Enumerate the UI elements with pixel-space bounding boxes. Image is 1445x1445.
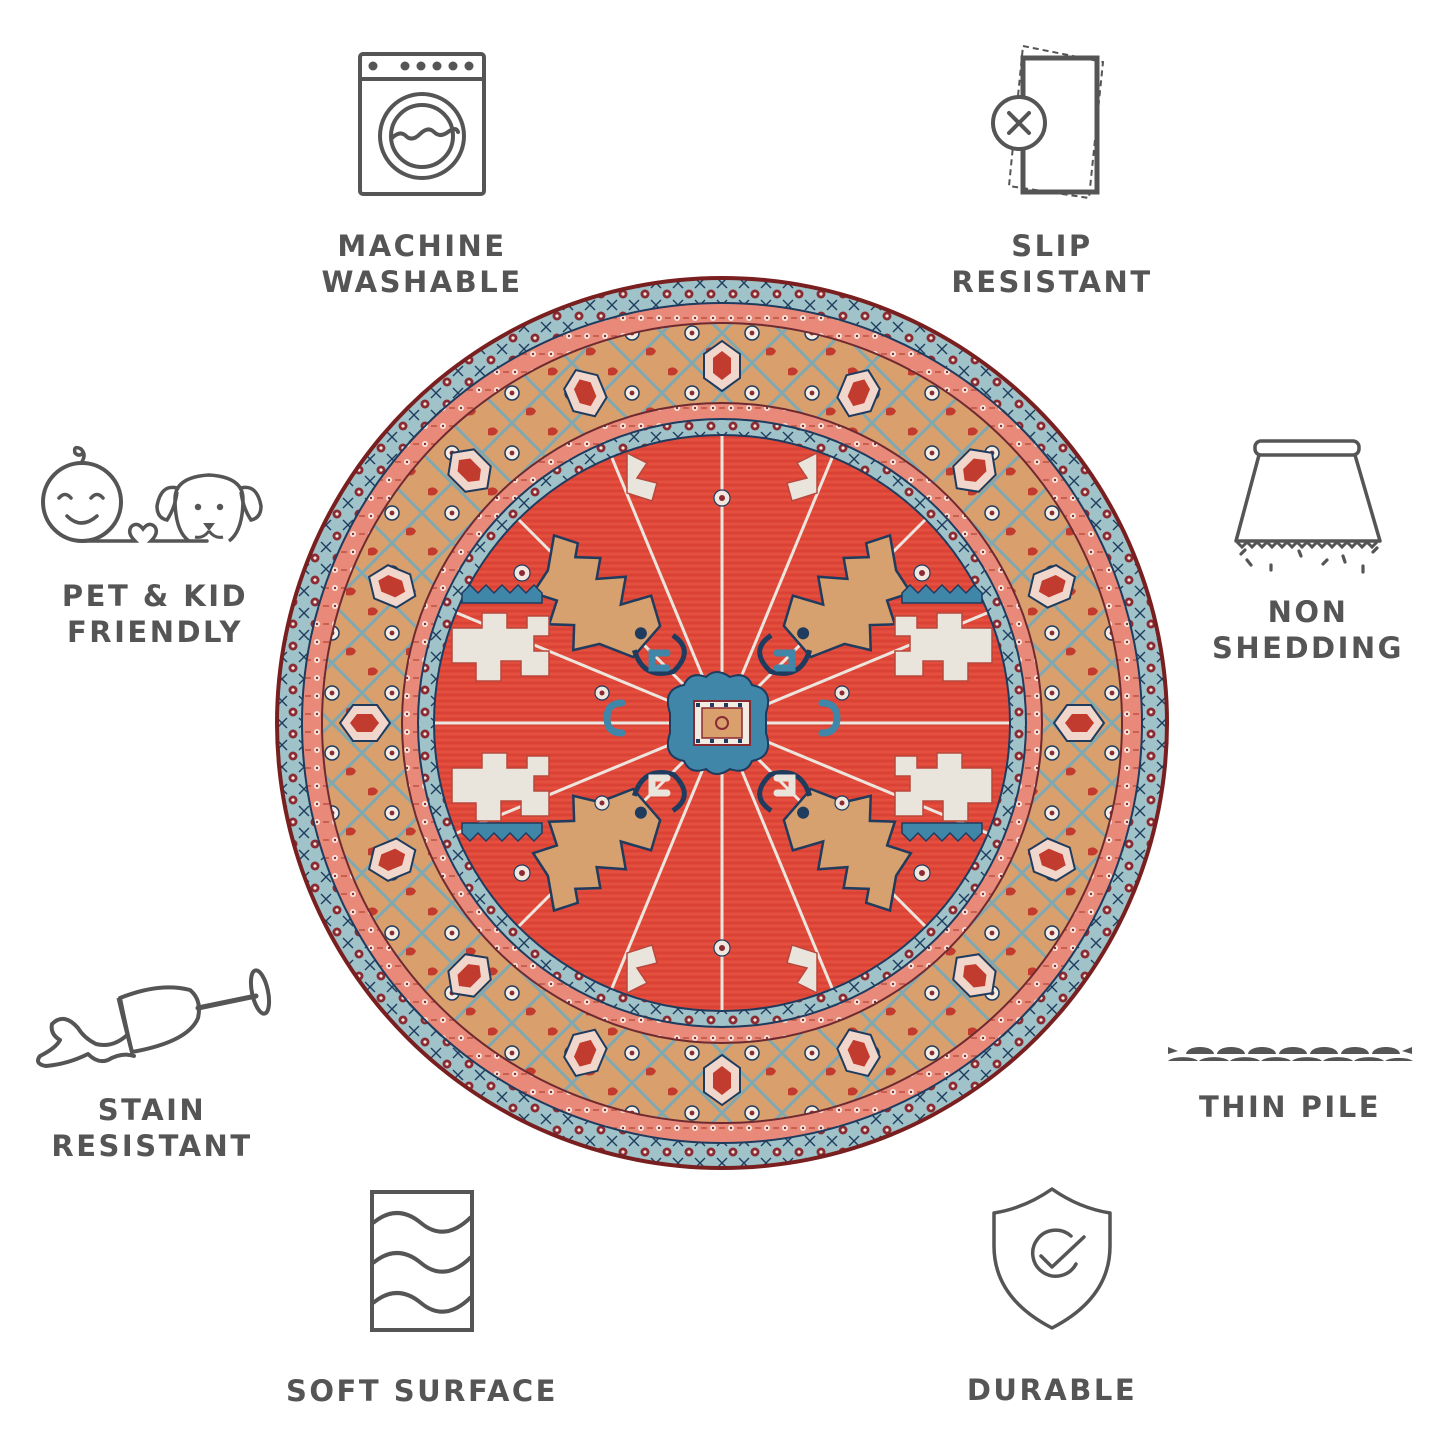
feature-label-line2: RESISTANT: [951, 265, 1153, 299]
feature-label-line2: SHEDDING: [1212, 631, 1404, 665]
center-medallion: [666, 671, 770, 775]
feature-label: STAIN RESISTANT: [51, 1092, 252, 1164]
feature-label: DURABLE: [967, 1372, 1137, 1408]
feature-label-line1: SLIP: [1011, 229, 1093, 263]
feature-label-line1: NON: [1267, 595, 1349, 629]
feature-label: NON SHEDDING: [1212, 594, 1404, 666]
feature-label: THIN PILE: [1199, 1089, 1381, 1125]
feature-non-shedding: NON SHEDDING: [1198, 438, 1418, 666]
feature-label-line1: THIN PILE: [1198, 1090, 1382, 1124]
feature-label: SOFT SURFACE: [286, 1373, 558, 1409]
washing-machine-icon: [358, 52, 486, 196]
wavy-layers-icon: [370, 1190, 474, 1332]
feature-stain-resistant: STAIN RESISTANT: [22, 968, 282, 1164]
feature-label-line1: DURABLE: [966, 1373, 1138, 1407]
feature-label-line1: MACHINE: [337, 229, 507, 263]
kid-and-dog-icon: [41, 445, 263, 543]
feature-thin-pile: THIN PILE: [1160, 1046, 1420, 1125]
feature-label-line1: SOFT SURFACE: [285, 1374, 558, 1408]
feature-label-line2: WASHABLE: [321, 265, 523, 299]
round-rug-image: [275, 276, 1169, 1170]
feature-label-line1: PET & KID: [61, 579, 249, 613]
rug-fringe-icon: [1234, 439, 1382, 574]
feature-durable: DURABLE: [937, 1186, 1167, 1408]
pile-profile-icon: [1168, 1047, 1413, 1061]
feature-machine-washable: MACHINE WASHABLE: [307, 50, 537, 300]
slip-resistant-pad-icon: [991, 44, 1105, 200]
feature-slip-resistant: SLIP RESISTANT: [937, 42, 1167, 300]
feature-label-line1: STAIN: [97, 1093, 207, 1127]
feature-label-line2: FRIENDLY: [66, 615, 244, 649]
shield-check-icon: [992, 1187, 1112, 1330]
feature-pet-kid-friendly: PET & KID FRIENDLY: [30, 438, 280, 650]
feature-label: MACHINE WASHABLE: [321, 228, 522, 300]
feature-label: SLIP RESISTANT: [951, 228, 1152, 300]
feature-label: PET & KID FRIENDLY: [62, 578, 248, 650]
feature-label-line2: RESISTANT: [51, 1129, 253, 1163]
spilled-wine-glass-icon: [36, 968, 272, 1068]
feature-soft-surface: SOFT SURFACE: [277, 1189, 567, 1409]
